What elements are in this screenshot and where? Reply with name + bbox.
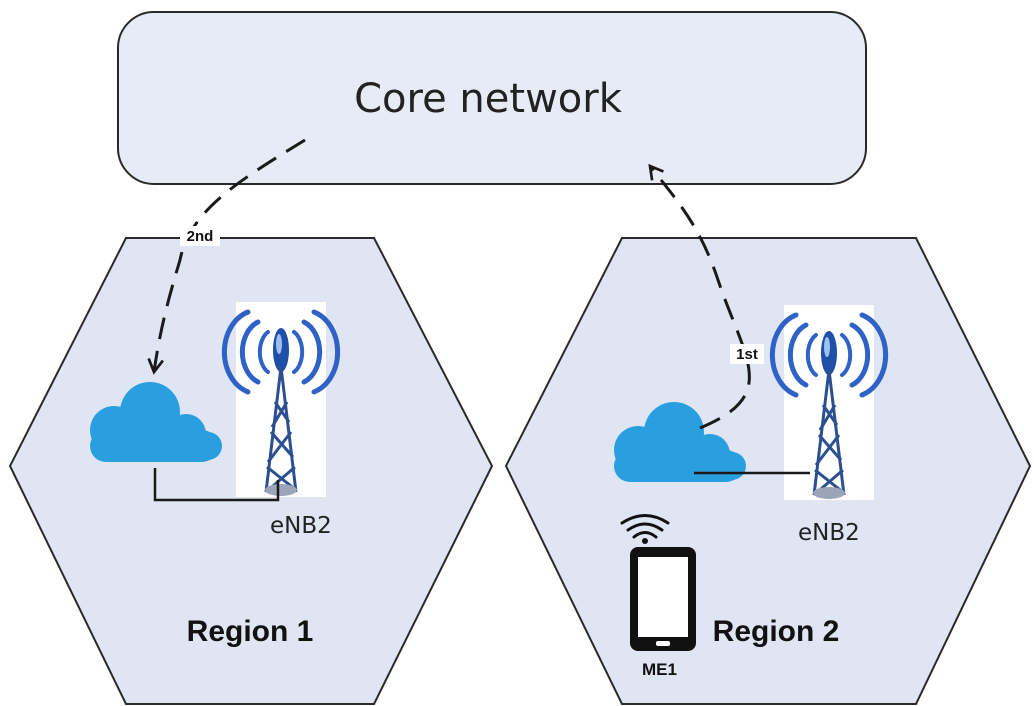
wifi-signal-icon (620, 514, 670, 539)
first-signal-arrow (648, 163, 751, 430)
region-2-label: Region 2 (713, 615, 840, 648)
first-step-label: 1st (736, 346, 758, 363)
second-step-label: 2nd (187, 228, 214, 245)
tablet-icon (630, 547, 696, 651)
region-1-label: Region 1 (187, 615, 314, 648)
cell-tower-icon (772, 305, 885, 500)
cell-tower-icon (224, 302, 337, 497)
backhaul-link-region-1 (153, 468, 280, 502)
core-network-label: Core network (354, 76, 623, 122)
region-1-enb-label: eNB2 (270, 513, 332, 539)
second-signal-arrow (147, 138, 306, 375)
device-label: ME1 (642, 660, 677, 679)
region-2-enb-label: eNB2 (798, 520, 860, 546)
